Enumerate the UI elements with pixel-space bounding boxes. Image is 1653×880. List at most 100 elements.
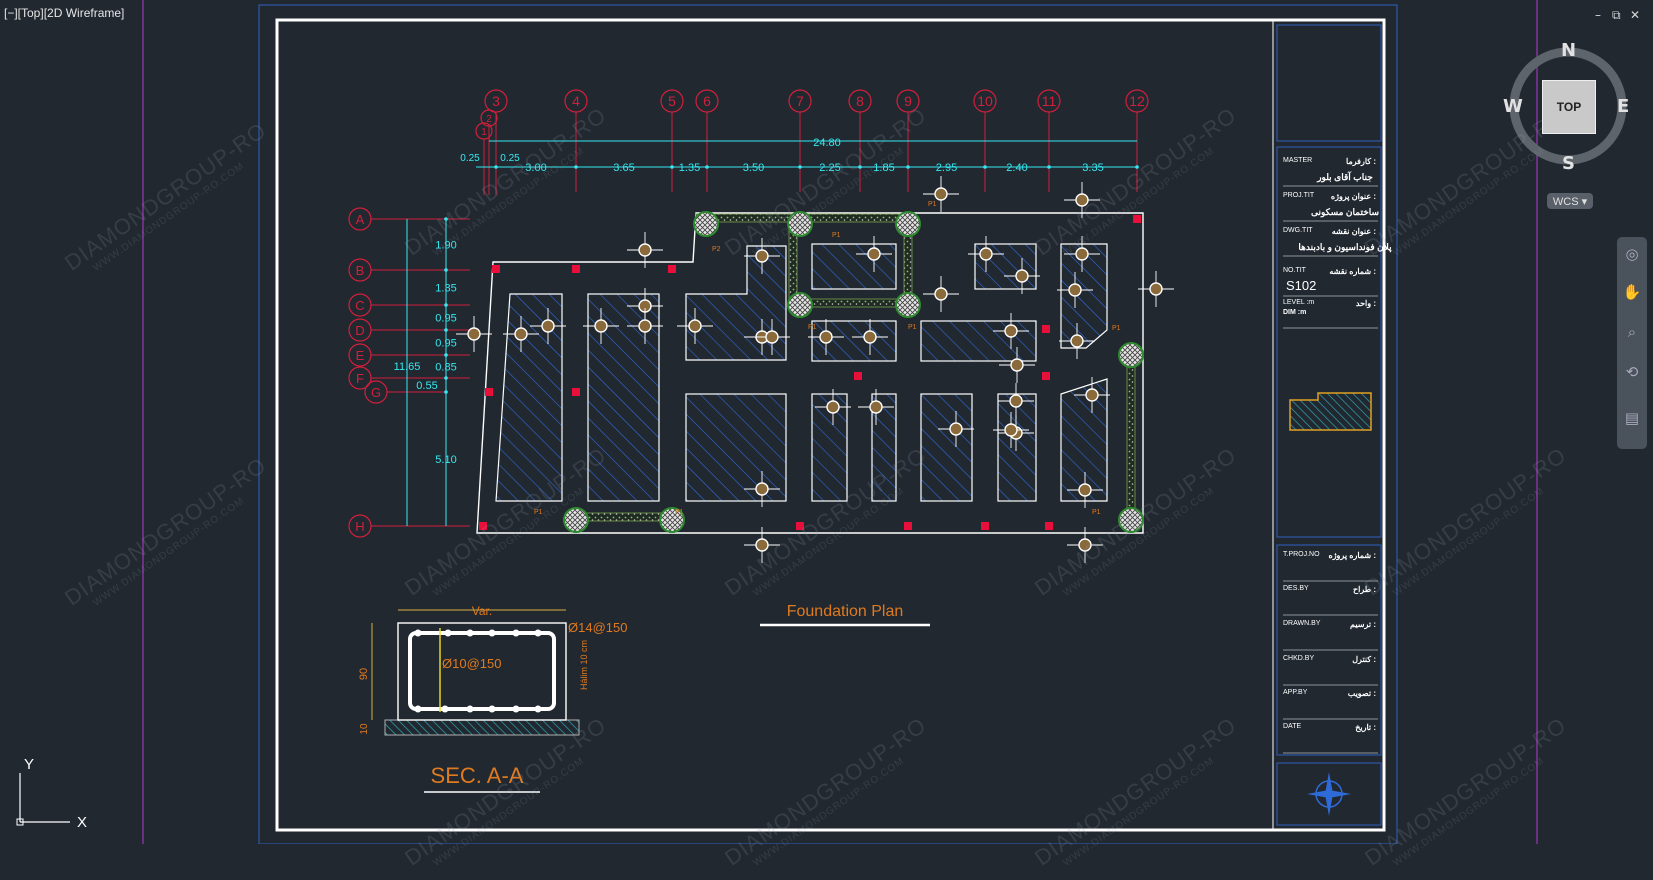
grid-row-label: B bbox=[356, 263, 365, 278]
section-rebar bbox=[488, 705, 496, 713]
column-marker bbox=[854, 372, 862, 380]
wcs-menu[interactable]: WCS ▾ bbox=[1547, 193, 1593, 209]
dimension-text-row-spacing: 0.95 bbox=[435, 338, 456, 350]
compass-north[interactable]: N bbox=[1561, 40, 1577, 61]
grid-bubble-row bbox=[348, 258, 372, 282]
bolt-marker bbox=[1015, 269, 1029, 283]
dimension-text-column-spacing: 1.35 bbox=[679, 162, 700, 174]
zoom-icon[interactable]: ⌕ bbox=[1627, 323, 1637, 341]
showmotion-icon[interactable]: ▤ bbox=[1624, 409, 1640, 427]
dimension-tick bbox=[705, 165, 709, 169]
dimension-tick bbox=[798, 165, 802, 169]
footing bbox=[495, 293, 563, 502]
compass-east[interactable]: E bbox=[1617, 96, 1630, 117]
titleblock-field-value: DIM :m bbox=[1283, 309, 1306, 316]
dimension-tick bbox=[444, 217, 448, 221]
pile-marker bbox=[659, 507, 685, 533]
bolt-marker bbox=[638, 319, 652, 333]
titleblock-field-value: پلان فونداسیون و بادبندها bbox=[1298, 242, 1392, 253]
titleblock-signature-label: APP.BY bbox=[1283, 689, 1308, 696]
dimension-text-offset: 0.25 bbox=[460, 153, 480, 164]
pan-icon[interactable]: ✋ bbox=[1622, 283, 1642, 301]
section-rebar bbox=[466, 705, 474, 713]
bolt-marker bbox=[1004, 423, 1018, 437]
pile-marker bbox=[895, 211, 921, 237]
dimension-text-row-spacing: 0.95 bbox=[435, 313, 456, 325]
dimension-text-column-spacing: 2.25 bbox=[819, 162, 840, 174]
dimension-tick bbox=[1135, 165, 1139, 169]
column-marker bbox=[668, 265, 676, 273]
grid-row-label: C bbox=[355, 298, 364, 313]
ucs-x-label: X bbox=[77, 814, 87, 831]
grid-bubble-row bbox=[348, 514, 372, 538]
dimension-text-row-spacing: 5.10 bbox=[435, 454, 456, 466]
grid-bubble-column bbox=[1125, 89, 1149, 113]
bolt-marker bbox=[979, 247, 993, 261]
bolt-marker bbox=[594, 319, 608, 333]
dimension-tick bbox=[1047, 165, 1051, 169]
orbit-icon[interactable]: ⟲ bbox=[1625, 363, 1639, 381]
grid-column-label: 6 bbox=[703, 93, 711, 109]
grid-column-label: 9 bbox=[904, 93, 912, 109]
grid-bubble-column bbox=[848, 89, 872, 113]
grid-column-label: 10 bbox=[977, 93, 993, 109]
grid-bubble-column bbox=[788, 89, 812, 113]
footing bbox=[811, 243, 897, 290]
titleblock-signature-label-fa: کنترل : bbox=[1352, 655, 1376, 665]
viewport-controls-label[interactable]: [−][Top][2D Wireframe] bbox=[4, 6, 125, 20]
titleblock-field-label-fa: واحد : bbox=[1356, 299, 1376, 309]
grid-column-label: 12 bbox=[1129, 93, 1145, 109]
titleblock-signature-label-fa: شماره پروژه : bbox=[1329, 551, 1377, 561]
pile-marker bbox=[895, 292, 921, 318]
grid-bubble-column bbox=[1037, 89, 1061, 113]
dimension-text-column-spacing: 3.00 bbox=[525, 162, 546, 174]
column-marker bbox=[572, 388, 580, 396]
dimension-tick bbox=[906, 165, 910, 169]
column-marker bbox=[572, 265, 580, 273]
dimension-text-overall-height: 11.65 bbox=[394, 361, 421, 373]
steering-wheel-icon[interactable]: ◎ bbox=[1625, 245, 1639, 263]
column-marker bbox=[1133, 215, 1141, 223]
grid-column-label: 8 bbox=[856, 93, 864, 109]
dimension-text-overall: 24.80 bbox=[813, 137, 841, 149]
minimize-icon[interactable]: – bbox=[1595, 8, 1601, 22]
titleblock-field-label-fa: کارفرما : bbox=[1346, 157, 1376, 167]
section-side-note: Hálim 10 cm bbox=[579, 640, 589, 690]
footing bbox=[920, 320, 1037, 362]
titleblock-field-label: MASTER bbox=[1283, 157, 1312, 164]
tie-beam bbox=[1126, 349, 1136, 521]
pile-label: P2 bbox=[712, 246, 721, 253]
grid-column-label: 7 bbox=[796, 93, 804, 109]
close-icon[interactable]: ✕ bbox=[1630, 8, 1641, 22]
grid-bubble-row bbox=[348, 207, 372, 231]
section-lean-concrete bbox=[384, 719, 580, 736]
titleblock-field-value: ساختمان مسکونی bbox=[1311, 207, 1379, 218]
grid-bubble-column bbox=[896, 89, 920, 113]
titleblock-signature-label-fa: ترسیم : bbox=[1350, 620, 1376, 630]
pile-marker bbox=[1118, 342, 1144, 368]
titleblock-signature-label: DES.BY bbox=[1283, 585, 1309, 592]
grid-column-label: 2 bbox=[486, 114, 492, 125]
viewcube-top-face[interactable]: TOP bbox=[1542, 80, 1596, 134]
bolt-marker bbox=[863, 330, 877, 344]
dimension-tick bbox=[444, 268, 448, 272]
dimension-tick bbox=[983, 165, 987, 169]
pile-label: P1 bbox=[808, 324, 817, 331]
grid-row-label: A bbox=[356, 212, 365, 227]
column-marker bbox=[485, 388, 493, 396]
titleblock-field-label-fa: عنوان نقشه : bbox=[1332, 227, 1376, 237]
section-stirrup-label: Ø10@150 bbox=[442, 656, 501, 671]
grid-bubble-column bbox=[564, 89, 588, 113]
ucs-origin bbox=[16, 818, 24, 826]
pile-marker bbox=[1118, 507, 1144, 533]
bolt-marker bbox=[826, 400, 840, 414]
bolt-marker bbox=[688, 319, 702, 333]
grid-column-label: 5 bbox=[668, 93, 676, 109]
footing bbox=[1060, 378, 1108, 502]
restore-icon[interactable]: ⧉ bbox=[1612, 8, 1621, 22]
titleblock-signature-label-fa: تاریخ : bbox=[1355, 723, 1376, 733]
footing bbox=[685, 393, 787, 502]
compass-south[interactable]: S bbox=[1562, 153, 1575, 174]
compass-west[interactable]: W bbox=[1503, 96, 1523, 117]
